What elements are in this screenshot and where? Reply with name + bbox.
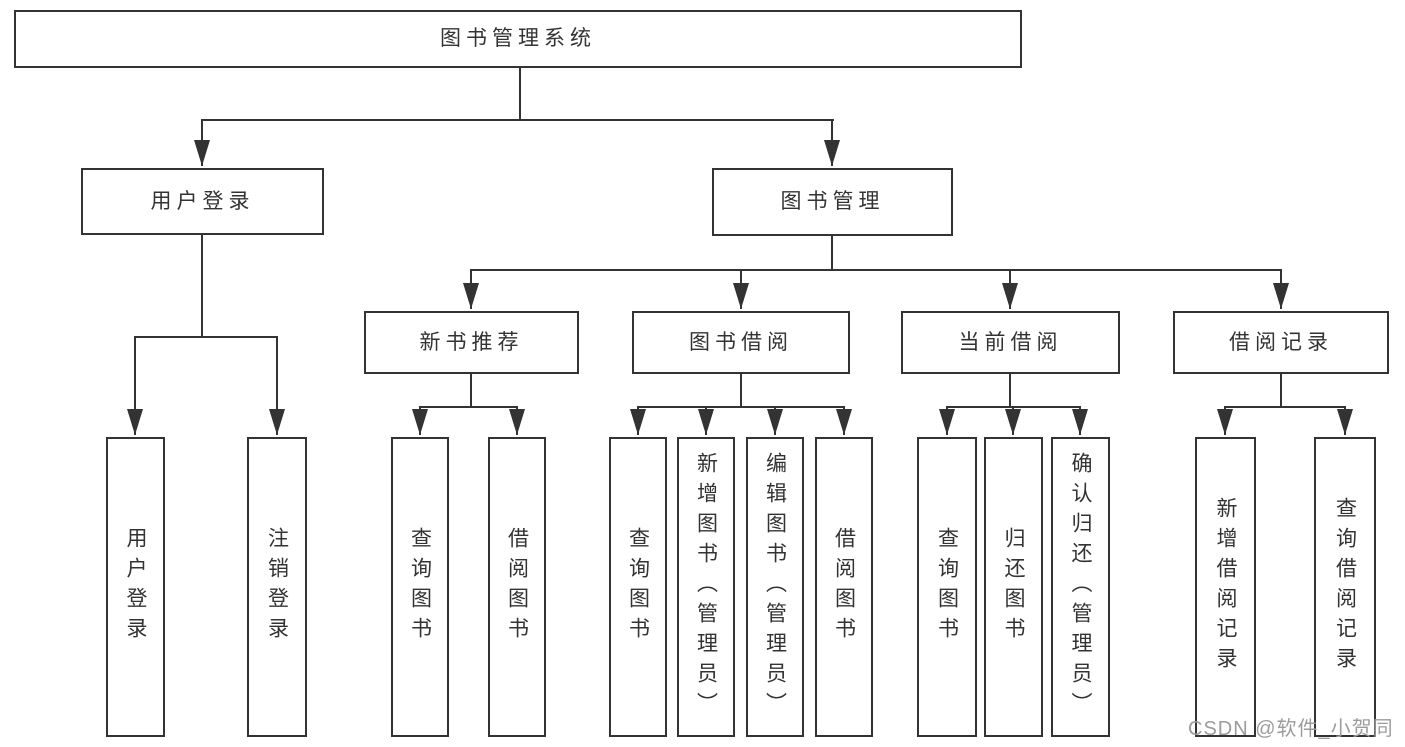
leaf-query-books-recommend: 查询图书 (391, 437, 449, 737)
node-current-borrow: 当前借阅 (901, 311, 1120, 374)
connector-current-borrow-to-leaves (939, 374, 1088, 435)
leaf-query-books-borrow: 查询图书 (609, 437, 667, 737)
leaf-confirm-return-admin: 确认归还（管理员） (1051, 437, 1110, 737)
node-borrow-record: 借阅记录 (1173, 311, 1389, 374)
connector-root-to-level2 (194, 68, 840, 166)
node-book-borrow: 图书借阅 (632, 311, 850, 374)
leaf-borrow-books-recommend: 借阅图书 (488, 437, 546, 737)
leaf-return-books: 归还图书 (984, 437, 1043, 737)
leaf-query-borrow-record: 查询借阅记录 (1314, 437, 1376, 737)
connector-book-borrow-to-leaves (630, 374, 852, 435)
connector-book-management-to-level3 (463, 236, 1289, 309)
leaf-add-books-admin: 新增图书（管理员） (677, 437, 735, 737)
node-library-management-system: 图书管理系统 (14, 10, 1022, 68)
connector-user-login-to-leaves (127, 235, 285, 435)
node-book-management: 图书管理 (712, 168, 953, 236)
csdn-watermark: CSDN @软件_小贺同学 (1188, 718, 1394, 740)
connector-borrow-record-to-leaves (1217, 374, 1353, 435)
leaf-user-login: 用户登录 (106, 437, 165, 737)
leaf-logout: 注销登录 (247, 437, 307, 737)
leaf-borrow-books: 借阅图书 (815, 437, 873, 737)
node-user-login: 用户登录 (81, 168, 324, 235)
leaf-edit-books-admin: 编辑图书（管理员） (746, 437, 804, 737)
connector-new-book-recommend-to-leaves (412, 374, 525, 435)
leaf-query-books-current: 查询图书 (917, 437, 977, 737)
leaf-add-borrow-record: 新增借阅记录 (1195, 437, 1256, 737)
node-new-book-recommend: 新书推荐 (364, 311, 579, 374)
